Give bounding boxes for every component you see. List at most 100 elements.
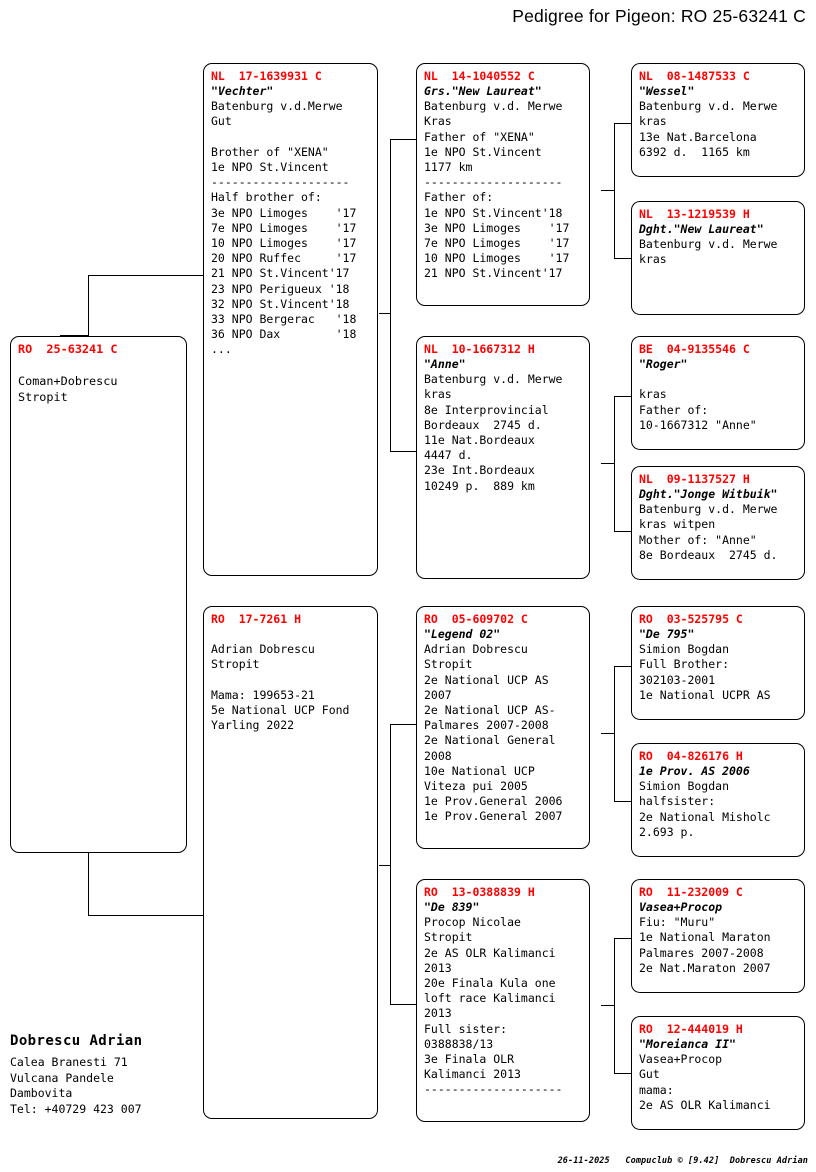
pedigree-box-sd-dam[interactable]: NL 09-1137527 H Dght."Jonge Witbuik"Bate… [631,466,805,580]
connector-ss-to-sire [614,123,631,124]
ring-number: BE 04-9135546 C [639,342,750,356]
detail-line: 1e NPO St.Vincent [424,144,542,159]
detail-line: Adrian Dobrescu [424,642,528,657]
connector-sd-to-sire [614,396,631,397]
connector-dam-out [379,865,391,866]
detail-line: 23e Int.Bordeaux [424,463,535,478]
detail-line: Yarling 2022 [211,718,295,733]
detail-line: 21 NPO St.Vincent'17 [211,266,350,281]
owner-address-line: Vulcana Pandele [10,1070,114,1085]
detail-line [18,357,186,373]
detail-line: 1e National Maraton [639,930,771,945]
detail-line: Bordeaux 2745 d. [424,417,542,432]
pedigree-box-ss-dam[interactable]: NL 13-1219539 H Dght."New Laureat"Batenb… [631,201,805,315]
footer-credit: 26-11-2025 Compuclub © [9.42] Dobrescu A… [557,1156,808,1166]
ring-number: NL 08-1487533 C [639,69,750,83]
detail-line: Vasea+Procop [639,900,723,914]
ring-number: NL 13-1219539 H [639,207,750,221]
detail-line: 2007 [424,687,452,702]
detail-line: 8e Interprovincial [424,402,549,417]
detail-line: -------------------- [424,175,563,190]
detail-line: Father of: [424,190,494,205]
detail-line: Batenburg v.d. Merwe [639,237,778,252]
detail-line: ... [211,342,232,357]
page-title: Pedigree for Pigeon: RO 25-63241 C [512,6,806,26]
detail-line: 10 NPO Limoges '17 [211,236,357,251]
connector-sire-to-sd [390,451,416,452]
ring-number: NL 14-1040552 C [424,69,535,83]
detail-line: 33 NPO Bergerac '18 [211,312,357,327]
detail-line: 4447 d. [424,448,473,463]
detail-line: Simion Bogdan [639,779,730,794]
connector-ds-to-dam [614,801,631,802]
detail-line: Palmares 2007-2008 [424,718,549,733]
detail-line: 3e NPO Limoges '17 [211,205,357,220]
detail-line: Stropit [424,930,473,945]
pedigree-box-dd-dam[interactable]: RO 12-444019 H "Moreianca II"Vasea+Proco… [631,1016,805,1130]
detail-line: 10249 p. 889 km [424,478,535,493]
detail-line: kras [639,114,667,129]
detail-line: Mother of: "Anne" [639,532,757,547]
detail-line: Full Brother: [639,657,730,672]
connector-dd-to-dam [614,1073,631,1074]
detail-line: 1e NPO St.Vincent'18 [424,205,563,220]
detail-line: Stropit [424,657,473,672]
detail-line: 1e NPO St.Vincent [211,160,329,175]
detail-line: "De 795" [639,627,695,641]
detail-line: kras [639,252,667,267]
owner-name: Dobrescu Adrian [10,1033,143,1049]
detail-line: Coman+Dobrescu [18,374,118,388]
detail-line: Stropit [211,657,260,672]
detail-line: 2013 [424,1006,452,1021]
pedigree-box-sire[interactable]: NL 17-1639931 C "Vechter"Batenburg v.d.M… [203,63,378,576]
detail-line: "Legend 02" [424,627,501,641]
detail-line: 6392 d. 1165 km [639,144,750,159]
pedigree-box-sire-sire[interactable]: NL 14-1040552 C Grs."New Laureat"Batenbu… [416,63,590,306]
connector-subject-to-sire [88,275,204,276]
detail-line: 10 NPO Limoges '17 [424,251,570,266]
detail-line: 1e Prov.General 2007 [424,809,563,824]
detail-line: Brother of "XENA" [211,144,329,159]
connector-ds-to-sire [614,666,631,667]
connector-ss-to-dam [614,258,631,259]
detail-line: kras [639,387,667,402]
detail-line [639,372,804,387]
detail-line: Dght."New Laureat" [639,222,764,236]
detail-line: "Vechter" [211,84,274,98]
detail-line: 5e National UCP Fond [211,703,350,718]
detail-line: 13e Nat.Barcelona [639,129,757,144]
detail-line: 2008 [424,748,452,763]
detail-line: "Wessel" [639,84,695,98]
detail-line: Kalimanci 2013 [424,1067,521,1082]
detail-line: halfsister: [639,794,716,809]
pedigree-box-ss-sire[interactable]: NL 08-1487533 C "Wessel"Batenburg v.d. M… [631,63,805,177]
pedigree-box-dam-sire[interactable]: RO 05-609702 C "Legend 02"Adrian Dobresc… [416,606,590,849]
detail-line: 20e Finala Kula one [424,976,556,991]
box-details: Dght."Jonge Witbuik"Batenburg v.d. Merwe… [639,487,804,563]
owner-address-line: Tel: +40729 423 007 [10,1101,142,1116]
detail-line: 7e NPO Limoges '17 [211,220,357,235]
detail-line: 2013 [424,960,452,975]
detail-line: kras witpen [639,517,716,532]
detail-line: kras [424,387,452,402]
detail-line: Palmares 2007-2008 [639,945,764,960]
connector-sire-out [379,313,391,314]
detail-line: Batenburg v.d. Merwe [424,372,563,387]
detail-line: "De 839" [424,900,480,914]
pedigree-box-sire-dam[interactable]: NL 10-1667312 H "Anne"Batenburg v.d. Mer… [416,336,590,579]
ring-number: NL 10-1667312 H [424,342,535,356]
detail-line: 32 NPO St.Vincent'18 [211,296,350,311]
